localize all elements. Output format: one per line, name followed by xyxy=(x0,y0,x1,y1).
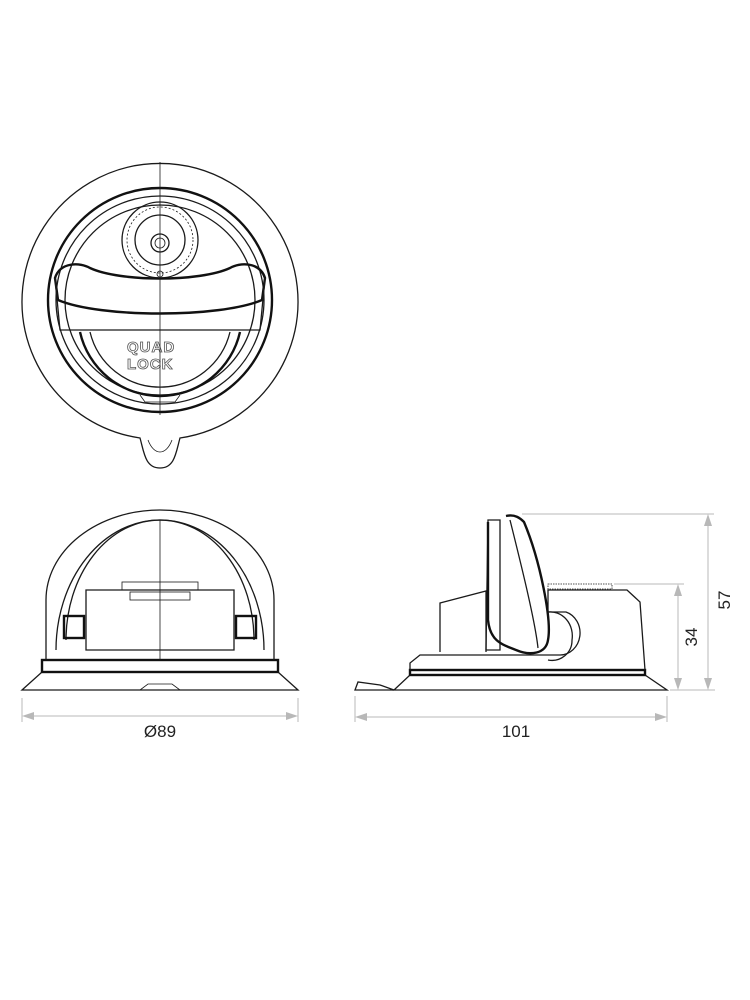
diameter-dimension: Ø89 xyxy=(21,698,299,741)
logo-line-1: QUAD xyxy=(127,339,175,356)
base-height-dimension: 34 xyxy=(614,583,715,691)
logo-line-2: LOCK xyxy=(127,356,174,373)
total-height-label: 57 xyxy=(715,591,734,610)
total-height-dimension: 57 xyxy=(522,513,734,690)
front-view xyxy=(20,509,300,691)
length-dimension: 101 xyxy=(354,696,668,741)
top-view: QUAD LOCK xyxy=(21,162,299,469)
length-label: 101 xyxy=(502,722,530,741)
diameter-label: Ø89 xyxy=(144,722,176,741)
side-view xyxy=(354,514,670,691)
base-height-label: 34 xyxy=(682,628,701,647)
